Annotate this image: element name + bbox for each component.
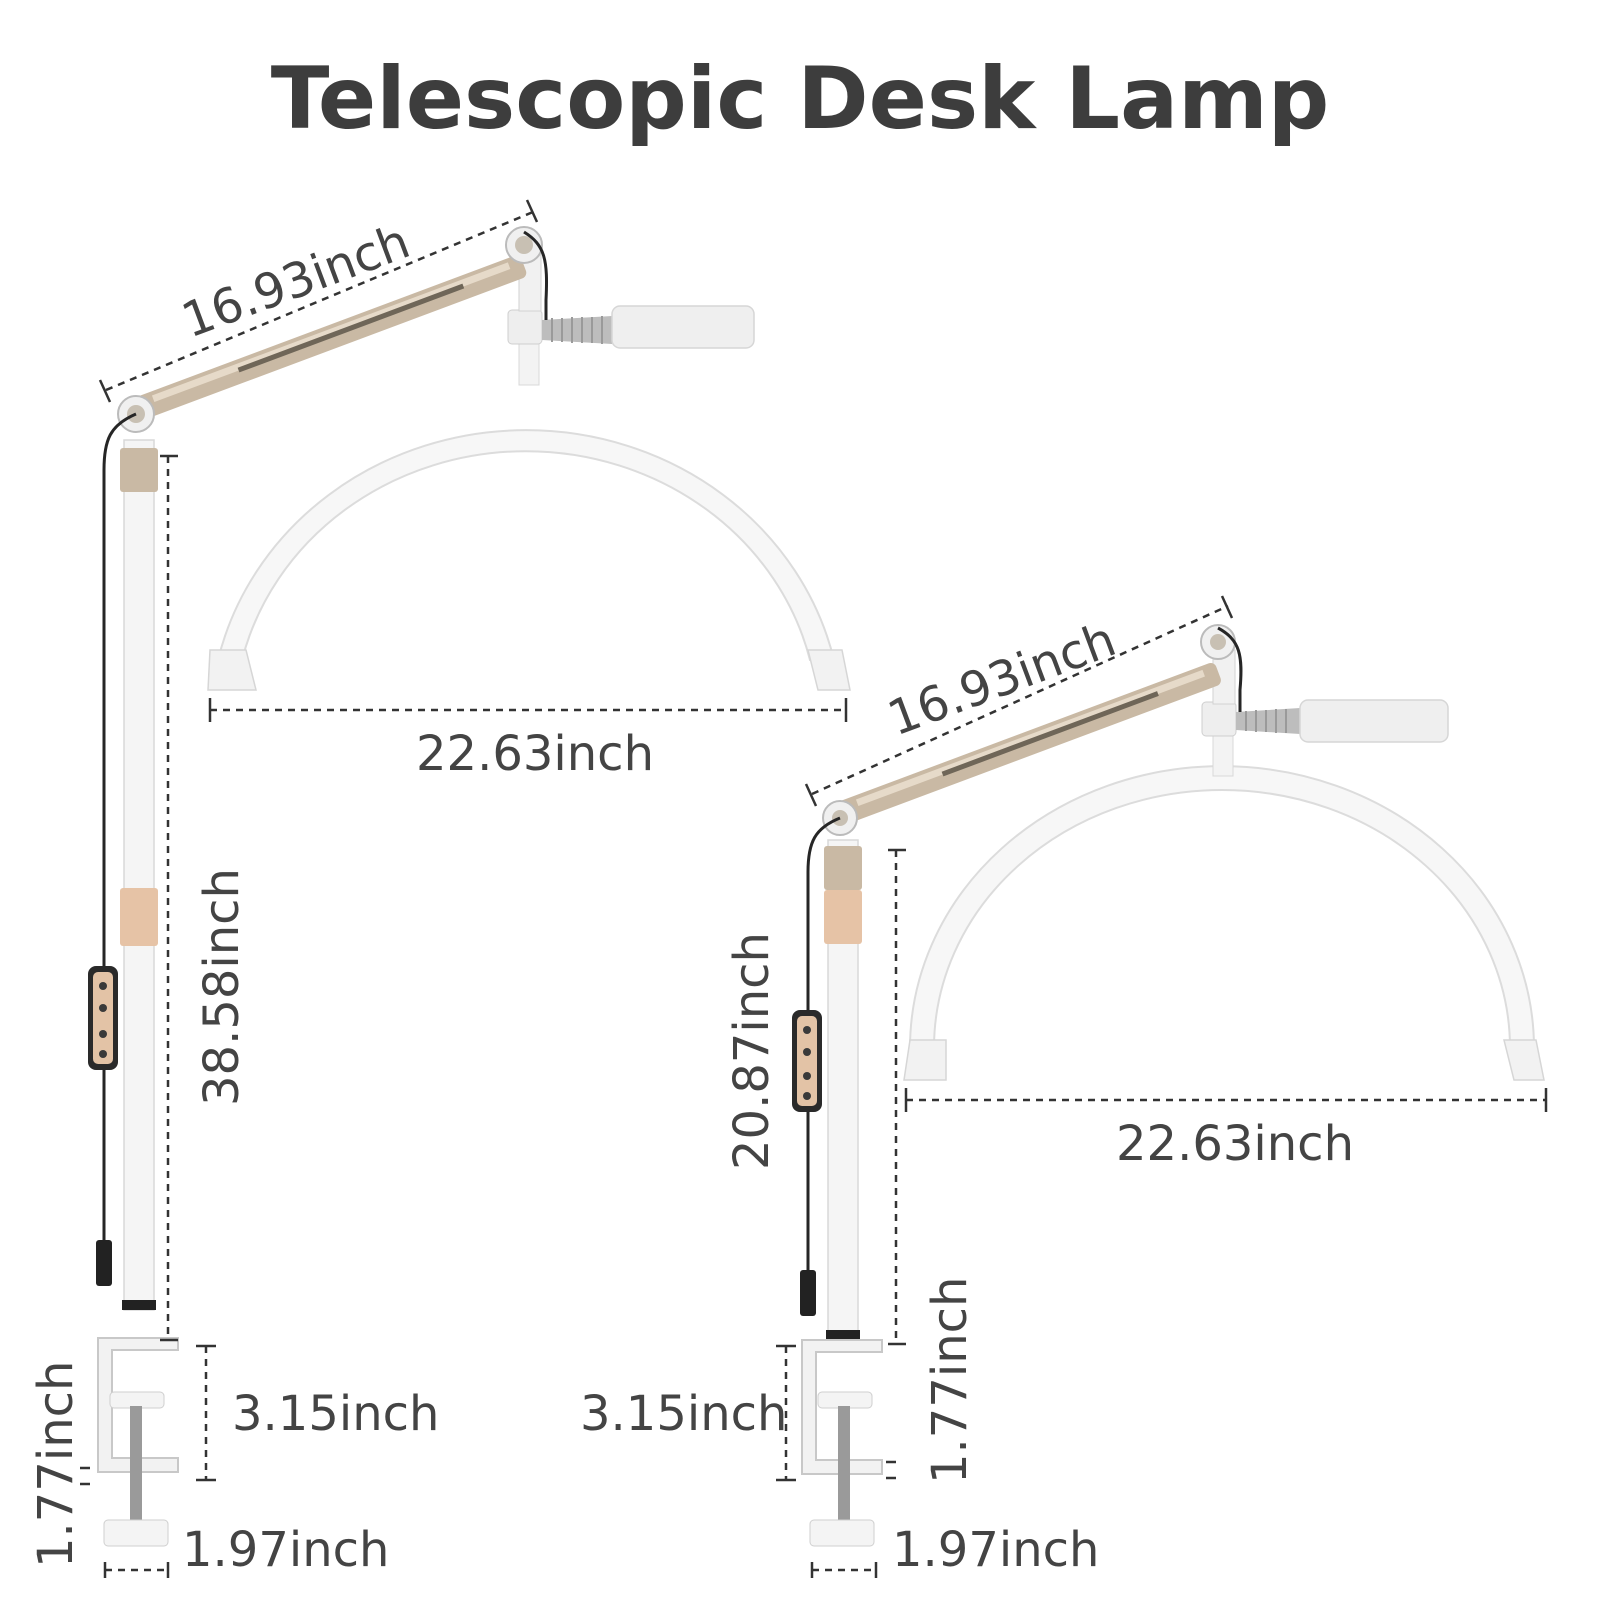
left-cable bbox=[102, 230, 548, 1280]
right-swivel-block bbox=[1201, 701, 1237, 737]
left-clamp-pad bbox=[109, 1391, 165, 1409]
left-plug bbox=[96, 1240, 112, 1286]
left-swivel-block bbox=[507, 309, 543, 345]
left-spring bbox=[542, 316, 612, 344]
left-light-width-label: 22.63inch bbox=[416, 726, 654, 782]
left-clamp-knob bbox=[103, 1519, 169, 1547]
left-top-collar bbox=[120, 448, 158, 492]
right-dimensions bbox=[776, 595, 1548, 1578]
right-phone-holder bbox=[1299, 699, 1449, 743]
left-dimensions bbox=[80, 199, 848, 1578]
left-mid-collar bbox=[120, 888, 158, 946]
right-clamp-knob bbox=[809, 1519, 875, 1547]
right-clamp-pad bbox=[817, 1391, 873, 1409]
right-light-width-label: 22.63inch bbox=[1116, 1116, 1354, 1172]
left-clamp-screw bbox=[130, 1406, 142, 1522]
right-clamp-screw bbox=[838, 1406, 850, 1524]
left-moon-foot-left bbox=[207, 649, 257, 691]
left-lamp bbox=[88, 226, 851, 1547]
right-clamp bbox=[801, 1339, 883, 1475]
right-plug bbox=[800, 1270, 816, 1316]
right-moon-light bbox=[908, 765, 1536, 1049]
right-cable bbox=[806, 626, 1243, 1316]
right-moon-foot-right bbox=[1503, 1039, 1545, 1081]
right-pole-height-label: 20.87inch bbox=[724, 932, 780, 1170]
left-pole bbox=[123, 439, 155, 1311]
right-moon-foot-left bbox=[903, 1039, 947, 1081]
left-phone-holder bbox=[611, 305, 755, 349]
page-title: Telescopic Desk Lamp bbox=[271, 49, 1330, 149]
left-moon-foot-right bbox=[807, 649, 851, 691]
left-clamp bbox=[97, 1337, 179, 1473]
right-top-collar bbox=[824, 846, 862, 890]
left-moon-light bbox=[216, 429, 836, 661]
right-lamp bbox=[792, 624, 1545, 1547]
left-base-width-label: 1.97inch bbox=[182, 1522, 389, 1578]
right-clamp-thickness-label: 1.77inch bbox=[922, 1277, 978, 1484]
left-clamp-thickness-label: 1.77inch bbox=[28, 1361, 84, 1568]
right-mid-collar bbox=[824, 890, 862, 944]
right-clamp-opening-label: 3.15inch bbox=[580, 1386, 787, 1442]
left-pole-height-label: 38.58inch bbox=[194, 868, 250, 1106]
right-base-width-label: 1.97inch bbox=[892, 1522, 1099, 1578]
right-spring bbox=[1236, 708, 1300, 734]
left-clamp-opening-label: 3.15inch bbox=[232, 1386, 439, 1442]
